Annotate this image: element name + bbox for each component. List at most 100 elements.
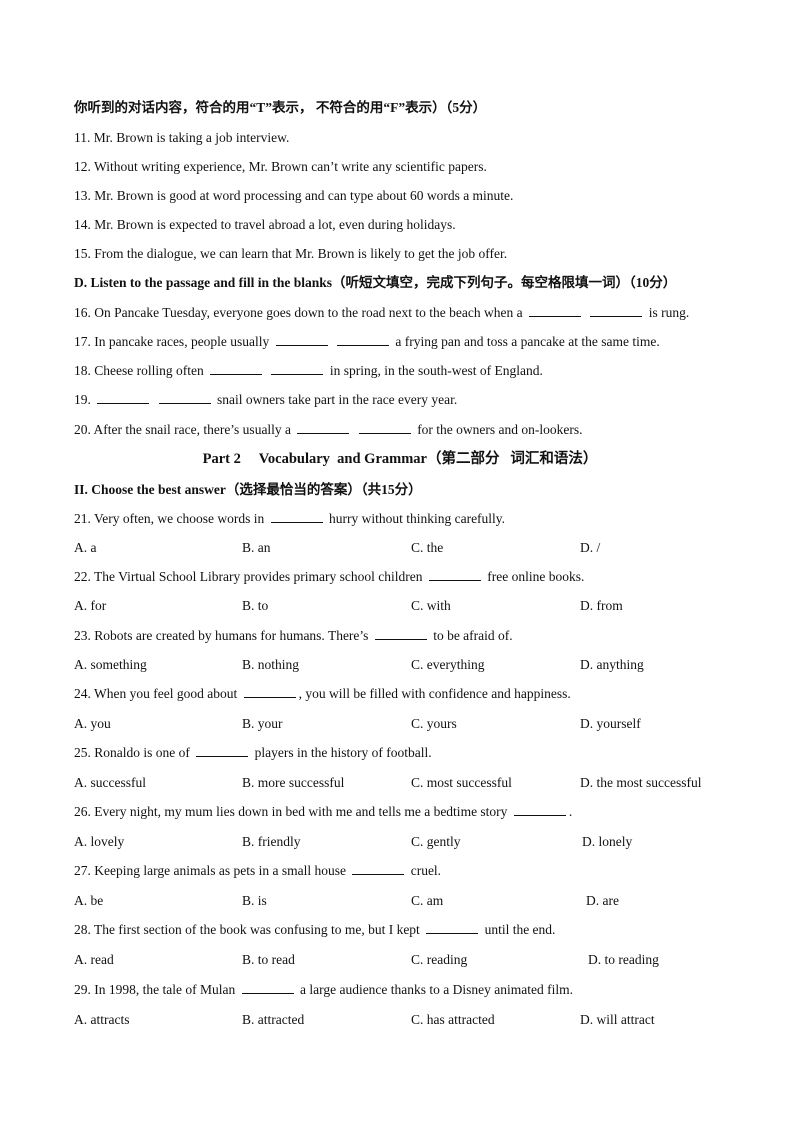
option[interactable]: D. from xyxy=(580,598,623,613)
question-text: hurry without thinking carefully. xyxy=(328,511,506,526)
section-d-heading: D. Listen to the passage and fill in the… xyxy=(74,275,677,290)
tf-item: 13. Mr. Brown is good at word processing… xyxy=(74,188,514,203)
question: 26. Every night, my mum lies down in bed… xyxy=(74,803,730,821)
option[interactable]: A. you xyxy=(74,716,111,731)
blank-line[interactable] xyxy=(271,362,324,375)
fill-item: 17. In pancake races, people usually a f… xyxy=(74,333,730,351)
question-text: cruel. xyxy=(410,863,442,878)
blank-line[interactable] xyxy=(243,685,296,698)
option[interactable]: C. gently xyxy=(411,834,461,849)
option[interactable]: D. yourself xyxy=(580,716,641,731)
tf-item: 15. From the dialogue, we can learn that… xyxy=(74,246,508,261)
fill-item-text: for the owners and on-lookers. xyxy=(417,422,583,437)
blank-line[interactable] xyxy=(529,304,582,317)
tf-item: 12. Without writing experience, Mr. Brow… xyxy=(74,159,487,174)
question-text: until the end. xyxy=(484,922,556,937)
blank-line[interactable] xyxy=(590,304,643,317)
blank-line[interactable] xyxy=(297,421,350,434)
fill-item: 18. Cheese rolling often in spring, in t… xyxy=(74,362,730,380)
blank-line[interactable] xyxy=(241,981,294,994)
question-text: . xyxy=(568,804,573,819)
option[interactable]: C. everything xyxy=(411,657,485,672)
question-text: 29. In 1998, the tale of Mulan xyxy=(74,982,236,997)
question: 23. Robots are created by humans for hum… xyxy=(74,627,730,645)
option[interactable]: A. successful xyxy=(74,775,146,790)
option[interactable]: A. a xyxy=(74,540,97,555)
tf-item: 11. Mr. Brown is taking a job interview. xyxy=(74,130,290,145)
option[interactable]: B. to xyxy=(242,598,269,613)
fill-item-text: a frying pan and toss a pancake at the s… xyxy=(395,334,660,349)
question-text: 28. The first section of the book was co… xyxy=(74,922,420,937)
question-text: 22. The Virtual School Library provides … xyxy=(74,569,423,584)
question-text: 24. When you feel good about xyxy=(74,686,238,701)
blank-line[interactable] xyxy=(196,744,249,757)
question-text: 25. Ronaldo is one of xyxy=(74,745,190,760)
option[interactable]: A. lovely xyxy=(74,834,125,849)
option[interactable]: D. to reading xyxy=(588,952,659,967)
question-text: a large audience thanks to a Disney anim… xyxy=(299,982,574,997)
question: 21. Very often, we choose words in hurry… xyxy=(74,510,730,528)
option[interactable]: C. the xyxy=(411,540,444,555)
fill-item: 16. On Pancake Tuesday, everyone goes do… xyxy=(74,304,730,322)
option[interactable]: C. reading xyxy=(411,952,468,967)
question: 25. Ronaldo is one of players in the his… xyxy=(74,744,730,762)
option[interactable]: A. attracts xyxy=(74,1012,130,1027)
option[interactable]: B. to read xyxy=(242,952,295,967)
option[interactable]: C. with xyxy=(411,598,451,613)
fill-item: 19. snail owners take part in the race e… xyxy=(74,391,730,409)
question-text: 27. Keeping large animals as pets in a s… xyxy=(74,863,346,878)
blank-line[interactable] xyxy=(374,627,427,640)
option[interactable]: B. an xyxy=(242,540,271,555)
blank-line[interactable] xyxy=(270,510,323,523)
question: 27. Keeping large animals as pets in a s… xyxy=(74,862,730,880)
tf-instructions: 你听到的对话内容，符合的用“T”表示， 不符合的用“F”表示）（5分） xyxy=(74,100,487,115)
option[interactable]: B. your xyxy=(242,716,283,731)
blank-line[interactable] xyxy=(426,921,479,934)
part-title: Part 2 Vocabulary and Grammar（第二部分 词汇和语法… xyxy=(202,451,598,467)
option[interactable]: A. read xyxy=(74,952,114,967)
option[interactable]: A. be xyxy=(74,893,104,908)
question-text: free online books. xyxy=(487,569,585,584)
option[interactable]: C. yours xyxy=(411,716,457,731)
option[interactable]: D. are xyxy=(586,893,619,908)
fill-item-text: is rung. xyxy=(648,305,690,320)
question-text: 26. Every night, my mum lies down in bed… xyxy=(74,804,508,819)
question-text: players in the history of football. xyxy=(254,745,432,760)
blank-line[interactable] xyxy=(275,333,328,346)
question: 24. When you feel good about , you will … xyxy=(74,685,730,703)
blank-line[interactable] xyxy=(210,362,263,375)
fill-item-text: snail owners take part in the race every… xyxy=(217,392,458,407)
option[interactable]: D. / xyxy=(580,540,601,555)
blank-line[interactable] xyxy=(97,391,150,404)
option[interactable]: B. is xyxy=(242,893,267,908)
option[interactable]: D. the most successful xyxy=(580,775,702,790)
option[interactable]: C. am xyxy=(411,893,444,908)
blank-line[interactable] xyxy=(513,803,566,816)
fill-item-text: 20. After the snail race, there’s usuall… xyxy=(74,422,292,437)
option[interactable]: B. friendly xyxy=(242,834,301,849)
blank-line[interactable] xyxy=(352,862,405,875)
option[interactable]: D. lonely xyxy=(582,834,633,849)
option[interactable]: B. nothing xyxy=(242,657,300,672)
question-text: 23. Robots are created by humans for hum… xyxy=(74,628,369,643)
option[interactable]: A. something xyxy=(74,657,147,672)
option[interactable]: D. will attract xyxy=(580,1012,655,1027)
fill-item-text: 18. Cheese rolling often xyxy=(74,363,204,378)
option[interactable]: C. most successful xyxy=(411,775,512,790)
fill-item-text: 17. In pancake races, people usually xyxy=(74,334,270,349)
option[interactable]: B. more successful xyxy=(242,775,345,790)
option[interactable]: D. anything xyxy=(580,657,644,672)
fill-item: 20. After the snail race, there’s usuall… xyxy=(74,421,730,439)
option[interactable]: A. for xyxy=(74,598,107,613)
fill-item-text: 19. xyxy=(74,392,91,407)
fill-item-text: in spring, in the south-west of England. xyxy=(329,363,543,378)
question: 22. The Virtual School Library provides … xyxy=(74,568,730,586)
fill-item-text: 16. On Pancake Tuesday, everyone goes do… xyxy=(74,305,523,320)
blank-line[interactable] xyxy=(158,391,211,404)
question: 28. The first section of the book was co… xyxy=(74,921,730,939)
option[interactable]: C. has attracted xyxy=(411,1012,495,1027)
blank-line[interactable] xyxy=(428,568,481,581)
blank-line[interactable] xyxy=(337,333,390,346)
blank-line[interactable] xyxy=(358,421,411,434)
option[interactable]: B. attracted xyxy=(242,1012,305,1027)
